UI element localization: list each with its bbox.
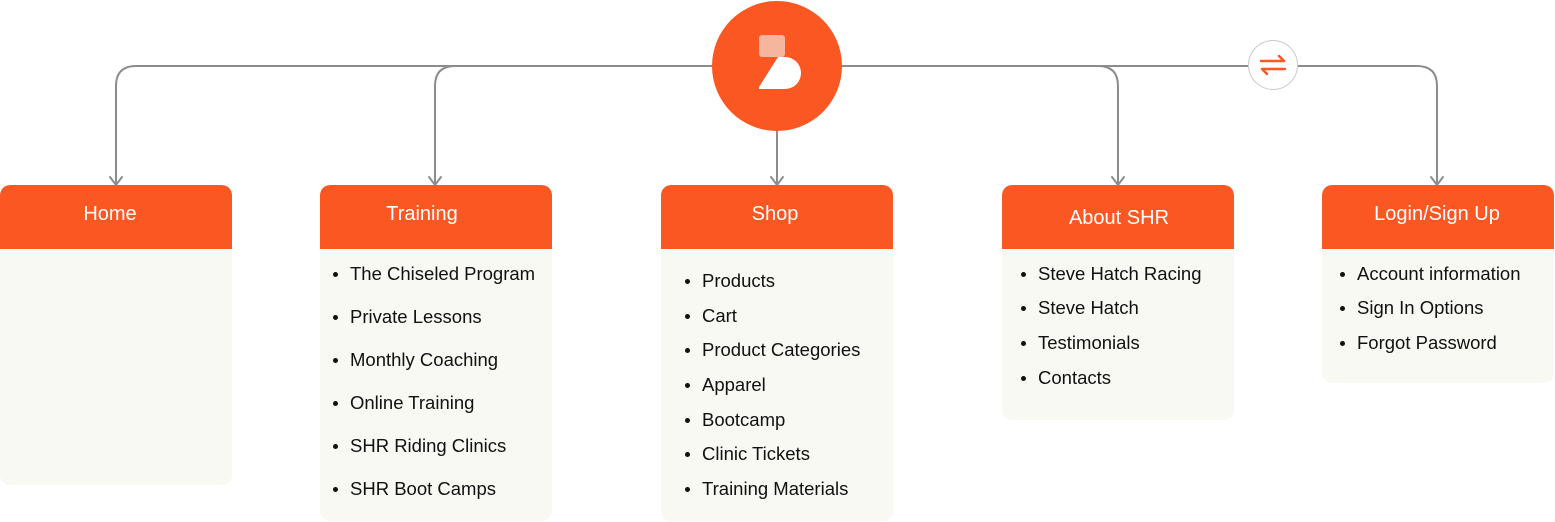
list-item[interactable]: Cart [685, 305, 737, 326]
list-item[interactable]: Apparel [685, 374, 766, 395]
section-card-training: Training The Chiseled Program Private Le… [320, 185, 552, 521]
list-item[interactable]: Bootcamp [684, 409, 786, 430]
connector-home [115, 65, 712, 184]
brand-logo-icon [759, 35, 801, 89]
connector-about [842, 65, 1119, 184]
root-node[interactable] [712, 1, 842, 131]
section-title: Home [83, 202, 137, 225]
connector-login-b [1298, 65, 1438, 184]
link-node[interactable] [1248, 40, 1298, 90]
section-header[interactable]: About SHR [1002, 185, 1234, 249]
list-item[interactable]: SHR Riding Clinics [332, 435, 507, 456]
list-item[interactable]: Online Training [332, 392, 475, 413]
list-item[interactable]: SHR Boot Camps [333, 478, 496, 499]
section-card-login: Login/Sign Up Account information Sign I… [1322, 185, 1554, 383]
section-card-about: About SHR Steve Hatch Racing Steve Hatch… [1002, 185, 1234, 420]
section-card-home: Home [0, 185, 232, 485]
list-item[interactable]: Products [684, 270, 776, 291]
list-item[interactable]: Training Materials [684, 478, 849, 499]
list-item[interactable]: Steve Hatch Racing [1021, 263, 1202, 284]
section-header[interactable]: Home [0, 185, 232, 249]
list-item[interactable]: Product Categories [684, 339, 861, 360]
list-item[interactable]: The Chiseled Program [332, 263, 536, 284]
list-item[interactable]: Forgot Password [1340, 332, 1497, 353]
list-item[interactable]: Steve Hatch [1021, 297, 1139, 318]
list-item[interactable]: Account information [1340, 263, 1521, 284]
section-header[interactable]: Login/Sign Up [1322, 185, 1554, 249]
list-item[interactable]: Testimonials [1021, 332, 1140, 353]
connector-training [434, 65, 712, 184]
section-title: Login/Sign Up [1374, 202, 1500, 225]
section-card-shop: Shop Products Cart Product Categories Ap… [661, 185, 893, 521]
section-title: Training [386, 202, 458, 225]
list-item[interactable]: Clinic Tickets [685, 443, 810, 464]
list-item[interactable]: Private Lessons [333, 306, 482, 327]
list-item[interactable]: Sign In Options [1340, 297, 1484, 318]
section-title: Shop [751, 202, 799, 225]
list-item[interactable]: Contacts [1020, 367, 1112, 388]
section-title: About SHR [1068, 206, 1170, 229]
swap-arrows-icon [1259, 54, 1287, 76]
list-item[interactable]: Monthly Coaching [332, 349, 499, 370]
section-header[interactable]: Shop [661, 185, 893, 249]
section-header[interactable]: Training [320, 185, 552, 249]
